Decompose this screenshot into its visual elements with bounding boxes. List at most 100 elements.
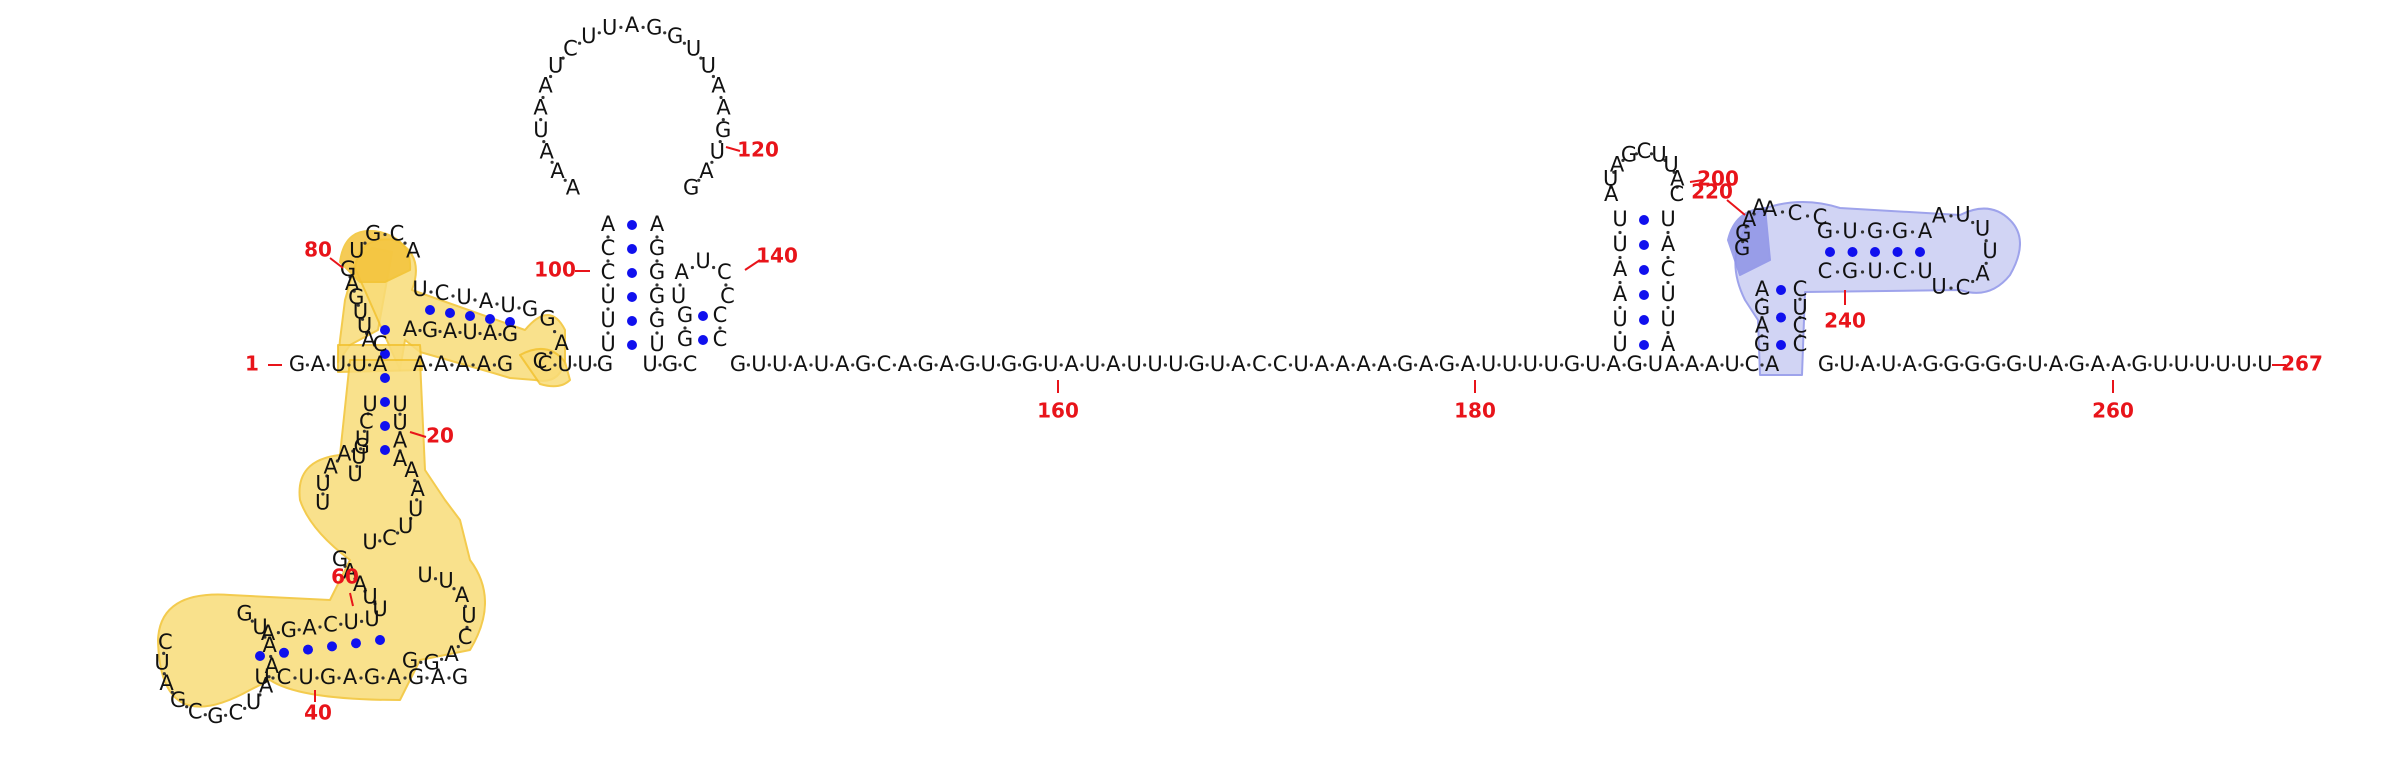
nucleotide: A <box>1315 352 1330 376</box>
backbone-bond <box>1666 230 1670 235</box>
label-120: 120 <box>737 138 779 162</box>
backbone-bond <box>276 631 280 635</box>
backbone-bond <box>2169 363 2173 367</box>
backbone-bond <box>305 363 309 367</box>
backbone-bond <box>471 363 475 367</box>
nucleotide: U <box>154 651 169 675</box>
backbone-bond <box>2064 363 2068 367</box>
highlight-yellow-top <box>339 229 412 283</box>
nucleotide: G <box>402 648 418 672</box>
nucleotide: U <box>2215 352 2230 376</box>
nucleotide: U <box>671 284 686 308</box>
nucleotide: A <box>699 159 714 183</box>
nucleotide: U <box>1612 307 1627 331</box>
position-tick <box>744 259 761 271</box>
backbone-bond <box>2043 363 2048 367</box>
backbone-bond <box>465 625 469 630</box>
base-pair-dot <box>1825 247 1835 257</box>
nucleotide: C <box>1788 201 1803 225</box>
nucleotide: U <box>751 352 766 376</box>
nucleotide: G <box>917 352 933 376</box>
backbone-bond <box>561 56 565 60</box>
backbone-bond <box>243 706 247 711</box>
backbone-bond <box>1720 363 1724 367</box>
backbone-bond <box>1560 363 1564 367</box>
base-pair-dot <box>627 292 637 302</box>
nucleotide: A <box>675 260 690 284</box>
nucleotide: C <box>1745 352 1760 376</box>
backbone-bond <box>403 241 407 245</box>
nucleotide: A <box>261 621 276 645</box>
backbone-bond <box>1675 185 1679 189</box>
label-20: 20 <box>426 424 454 448</box>
backbone-bond <box>606 331 610 335</box>
nucleotide: U <box>600 284 615 308</box>
backbone-bond <box>1497 363 1501 367</box>
nucleotide: A <box>345 271 360 295</box>
nucleotide: A <box>2091 352 2106 376</box>
nucleotide: C <box>601 236 616 260</box>
backbone-bond <box>517 306 521 310</box>
backbone-bond <box>398 430 402 435</box>
backbone-bond <box>606 307 610 311</box>
highlight-blue-tip <box>1727 207 1771 276</box>
backbone-bond <box>318 625 322 629</box>
nucleotide: A <box>387 665 402 689</box>
label-180: 180 <box>1454 399 1496 423</box>
nucleotide: U <box>353 299 368 323</box>
nucleotide: G <box>1754 332 1770 356</box>
nucleotide: U <box>461 604 476 628</box>
nucleotide: A <box>1613 257 1628 281</box>
backbone-bond <box>269 654 273 659</box>
backbone-bond <box>718 140 722 144</box>
backbone-bond <box>335 459 339 463</box>
nucleotide: G <box>236 601 252 625</box>
backbone-bonds <box>162 25 2256 717</box>
backbone-bond <box>955 363 959 367</box>
nucleotide: U <box>642 352 657 376</box>
backbone-bond <box>378 539 382 543</box>
backbone-bond <box>429 290 433 294</box>
backbone-bond <box>363 589 367 593</box>
nucleotide: C <box>1956 275 1971 299</box>
nucleotide: A <box>483 321 498 345</box>
nucleotide: G <box>677 303 693 327</box>
backbone-bond <box>678 363 682 367</box>
nucleotide: U <box>1168 352 1183 376</box>
backbone-bond <box>699 56 703 60</box>
nucleotide: A <box>650 212 665 236</box>
nucleotide: G <box>289 352 305 376</box>
nucleotide: A <box>343 665 358 689</box>
backbone-bond <box>1618 230 1622 235</box>
backbone-bond <box>1910 270 1915 274</box>
label-160: 160 <box>1037 399 1079 423</box>
nucleotide: A <box>1685 352 1700 376</box>
backbone-bond <box>1205 363 1209 367</box>
base-pair-dot <box>627 244 637 254</box>
label-40: 40 <box>304 701 332 725</box>
nucleotide: A <box>479 289 494 313</box>
nucleotide: C <box>188 700 203 724</box>
backbone-bond <box>593 363 597 367</box>
backbone-bond <box>1618 280 1622 285</box>
nucleotide: G <box>348 285 364 309</box>
nucleotide: A <box>1377 352 1392 376</box>
backbone-bond <box>712 265 716 270</box>
nucleotide: A <box>444 642 459 666</box>
backbone-bond <box>1949 286 1953 290</box>
backbone-bond <box>1330 363 1334 367</box>
nucleotide: A <box>413 352 428 376</box>
position-tick <box>409 431 427 438</box>
backbone-bond <box>549 74 553 79</box>
nucleotide: G <box>320 665 336 689</box>
backbone-bond <box>1414 363 1418 367</box>
nucleotide: G <box>364 665 380 689</box>
nucleotide: A <box>550 159 565 183</box>
nucleotide: G <box>539 306 555 330</box>
backbone-bond <box>170 690 174 694</box>
nucleotide: G <box>649 284 665 308</box>
backbone-bond <box>1760 363 1764 367</box>
backbone-bond <box>415 498 419 502</box>
